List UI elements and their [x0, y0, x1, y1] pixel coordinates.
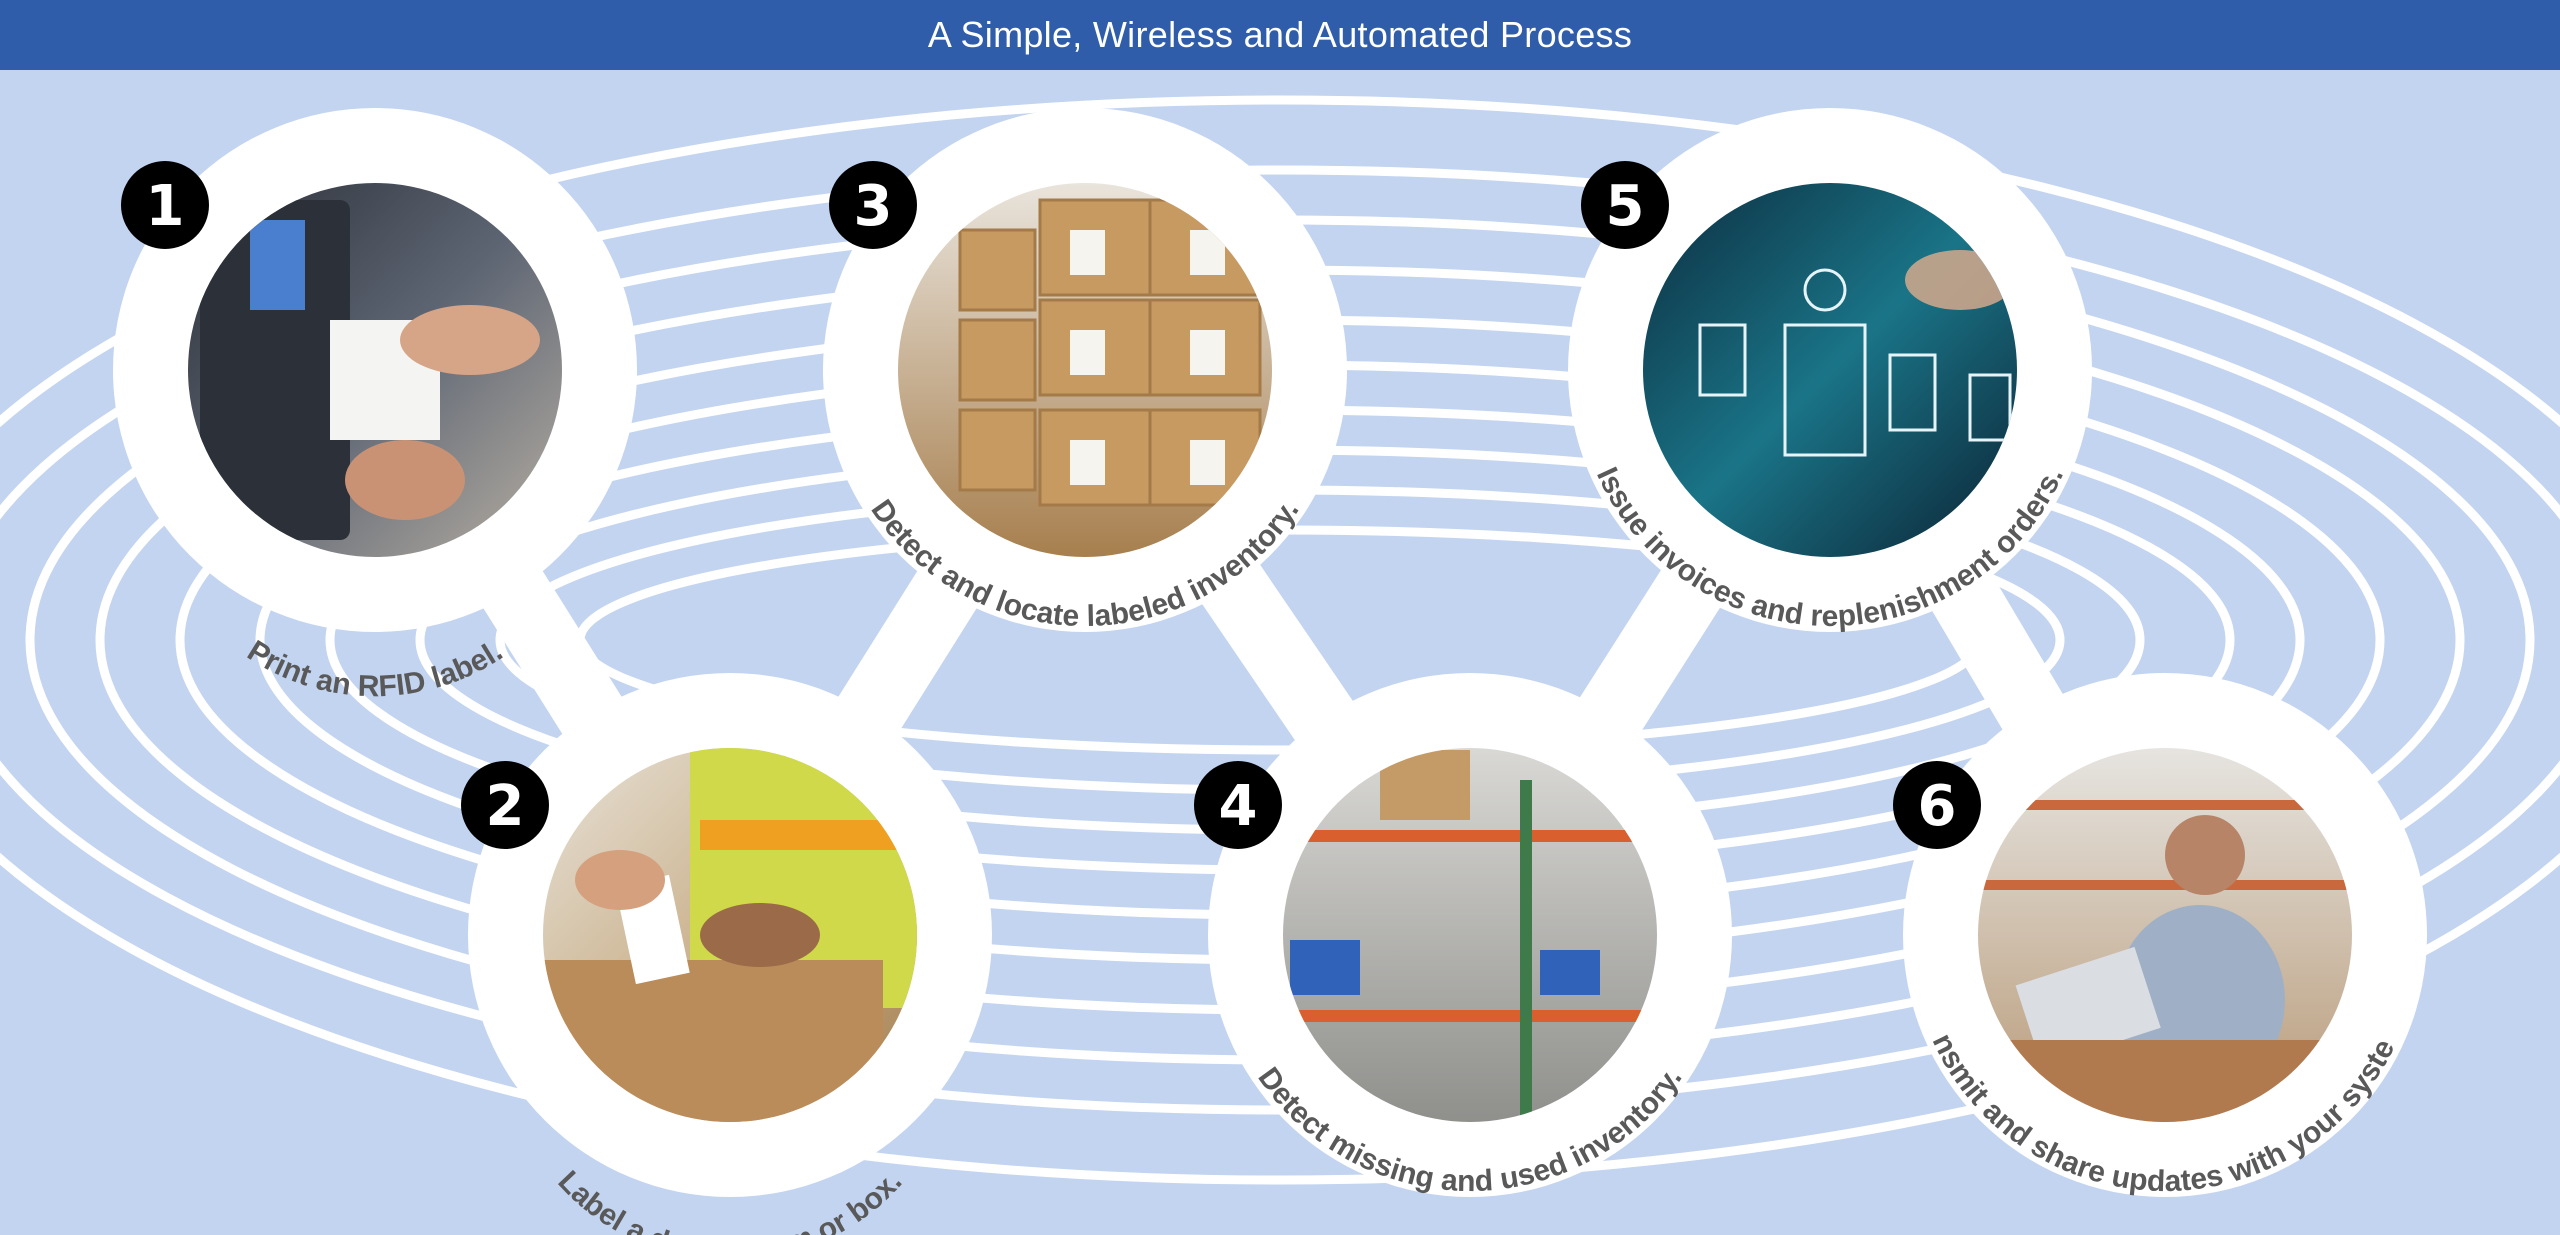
invoice-screen-photo: [1643, 183, 2017, 557]
step-2-number: 2: [486, 774, 525, 839]
step-6-number: 6: [1918, 774, 1957, 839]
process-diagram: Print an RFID label. 1 Label a device, i…: [0, 70, 2560, 1235]
step-5: Issue invoices and replenishment orders.…: [1568, 108, 2092, 633]
man-laptop-photo: [1978, 748, 2352, 1122]
labeling-box-photo: [543, 748, 917, 1122]
step-6-badge: [1893, 761, 1981, 849]
step-2: Label a device, item or box. 2: [461, 673, 992, 1235]
step-1: Print an RFID label. 1: [113, 108, 637, 703]
page-title: A Simple, Wireless and Automated Process: [927, 14, 1633, 55]
step-3-badge: [829, 161, 917, 249]
step-3-number: 3: [854, 174, 893, 239]
step-5-badge: [1581, 161, 1669, 249]
page-header: A Simple, Wireless and Automated Process: [0, 0, 2560, 70]
step-2-badge: [461, 761, 549, 849]
step-1-number: 1: [146, 174, 185, 239]
step-5-number: 5: [1606, 174, 1645, 239]
warehouse-boxes-photo: [898, 183, 1272, 557]
step-3: Detect and locate labeled inventory. 3: [823, 108, 1347, 633]
printer-photo: [188, 183, 562, 557]
step-4-number: 4: [1219, 774, 1258, 839]
step-1-badge: [121, 161, 209, 249]
shelving-photo: [1283, 748, 1657, 1122]
step-4-badge: [1194, 761, 1282, 849]
